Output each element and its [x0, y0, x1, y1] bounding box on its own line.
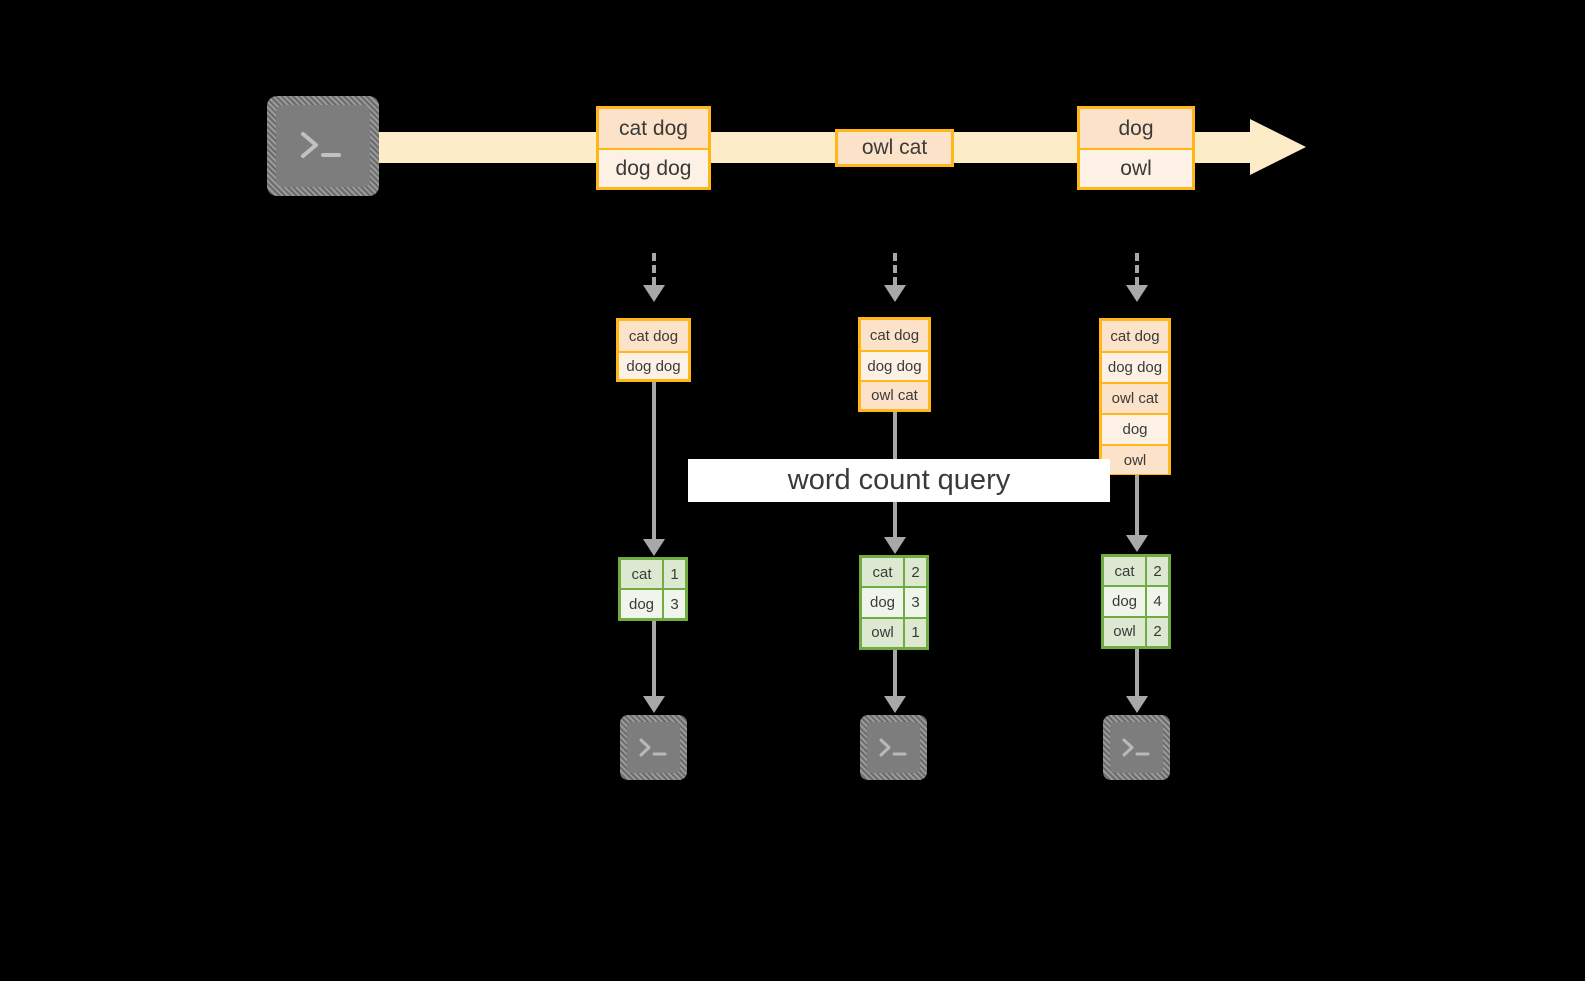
snapshot-2-counts-table: cat 2 dog 3 owl 1: [859, 555, 929, 650]
snapshot-3-query-arrowhead: [1126, 535, 1148, 552]
stream-message: owl: [1080, 150, 1192, 187]
count-row: owl 2: [1104, 617, 1168, 646]
count-value: 2: [905, 558, 926, 587]
snapshot-2-buffer: cat dog dog dog owl cat: [858, 317, 931, 412]
snapshot-1-buffer: cat dog dog dog: [616, 318, 691, 382]
stream-timeline-arrowhead: [1250, 119, 1306, 175]
snapshot-1-sink-line: [652, 621, 656, 696]
snapshot-2-sink-arrowhead: [884, 696, 906, 713]
snapshot-3-sink-terminal-icon[interactable]: [1103, 715, 1170, 780]
buffer-message: dog dog: [1102, 353, 1168, 382]
count-row: cat 2: [862, 558, 926, 587]
snapshot-3-query-line: [1135, 475, 1139, 535]
word-count-query-label: word count query: [688, 459, 1110, 502]
snapshot-1-tap-arrowhead: [643, 285, 665, 302]
snapshot-1-sink-arrowhead: [643, 696, 665, 713]
snapshot-1-query-arrowhead: [643, 539, 665, 556]
count-value: 2: [1147, 557, 1168, 586]
buffer-message: cat dog: [861, 320, 928, 350]
count-value: 3: [664, 590, 685, 618]
terminal-prompt-glyph-icon: [879, 738, 906, 756]
count-word: dog: [621, 590, 664, 618]
snapshot-3-buffer: cat dog dog dog owl cat dog owl: [1099, 318, 1171, 475]
count-value: 1: [664, 560, 685, 588]
count-value: 2: [1147, 617, 1168, 646]
snapshot-1-tap-line: [652, 253, 656, 285]
stream-group-3: dog owl: [1077, 106, 1195, 190]
stream-message: cat dog: [599, 109, 708, 148]
snapshot-2-query-arrowhead: [884, 537, 906, 554]
count-row: cat 1: [621, 560, 685, 588]
count-word: cat: [862, 558, 905, 587]
terminal-prompt-glyph-icon: [639, 738, 666, 756]
buffer-message: owl cat: [861, 382, 928, 409]
buffer-message: cat dog: [1102, 321, 1168, 351]
snapshot-3-tap-arrowhead: [1126, 285, 1148, 302]
snapshot-2-sink-terminal-icon[interactable]: [860, 715, 927, 780]
stream-message: dog dog: [599, 150, 708, 187]
terminal-prompt-glyph-icon: [301, 132, 341, 158]
count-row: dog 3: [621, 590, 685, 618]
snapshot-2-tap-line: [893, 253, 897, 285]
stream-group-2: owl cat: [835, 129, 954, 167]
snapshot-1-counts-table: cat 1 dog 3: [618, 557, 688, 621]
count-word: cat: [1104, 557, 1147, 586]
snapshot-3-tap-line: [1135, 253, 1139, 285]
snapshot-1-query-line: [652, 382, 656, 539]
count-word: dog: [862, 588, 905, 617]
source-terminal-icon[interactable]: [267, 96, 379, 196]
buffer-message: owl cat: [1102, 384, 1168, 413]
stream-message: owl cat: [838, 132, 951, 164]
stream-message: dog: [1080, 109, 1192, 148]
terminal-prompt-glyph-icon: [1122, 738, 1149, 756]
count-word: cat: [621, 560, 664, 588]
stream-group-1: cat dog dog dog: [596, 106, 711, 190]
buffer-message: dog dog: [619, 353, 688, 379]
snapshot-3-sink-arrowhead: [1126, 696, 1148, 713]
snapshot-3-sink-line: [1135, 649, 1139, 696]
count-row: owl 1: [862, 618, 926, 647]
snapshot-2-sink-line: [893, 650, 897, 696]
count-value: 3: [905, 588, 926, 617]
count-row: dog 4: [1104, 587, 1168, 616]
count-word: owl: [1104, 617, 1147, 646]
count-word: dog: [1104, 587, 1147, 616]
snapshot-1-sink-terminal-icon[interactable]: [620, 715, 687, 780]
count-value: 4: [1147, 587, 1168, 616]
snapshot-3-counts-table: cat 2 dog 4 owl 2: [1101, 554, 1171, 649]
count-row: cat 2: [1104, 557, 1168, 586]
buffer-message: dog: [1102, 415, 1168, 444]
count-word: owl: [862, 618, 905, 647]
snapshot-2-tap-arrowhead: [884, 285, 906, 302]
buffer-message: cat dog: [619, 321, 688, 351]
count-value: 1: [905, 618, 926, 647]
buffer-message: dog dog: [861, 352, 928, 380]
count-row: dog 3: [862, 588, 926, 617]
buffer-message: owl: [1102, 446, 1168, 474]
